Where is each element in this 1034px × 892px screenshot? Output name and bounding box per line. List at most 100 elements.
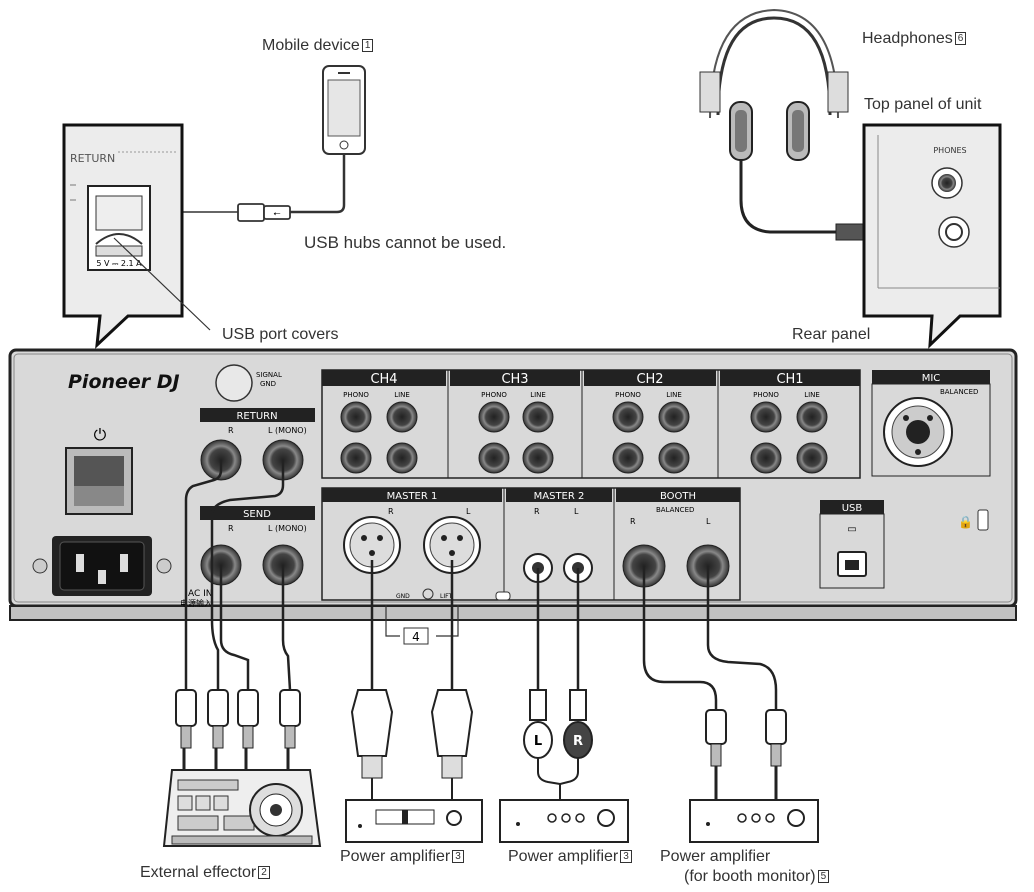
ch1-phono-r-jack[interactable] bbox=[750, 442, 782, 474]
top-panel-callout: PHONES bbox=[862, 123, 1002, 349]
master1-label: MASTER 1 bbox=[387, 491, 438, 502]
power-icon: ⏻ bbox=[94, 425, 107, 444]
ch2-line-r-jack[interactable] bbox=[658, 442, 690, 474]
power-amplifier-1-text: Power amplifier bbox=[340, 848, 451, 865]
rca-plugs: L R bbox=[523, 689, 593, 800]
lift-label: LIFT bbox=[440, 593, 452, 600]
usb-hubs-note: USB hubs cannot be used. bbox=[304, 233, 507, 252]
svg-text:⭠: ⭠ bbox=[273, 209, 280, 219]
top-panel-label: Top panel of unit bbox=[864, 96, 982, 113]
booth-r-label: R bbox=[630, 517, 636, 526]
booth-monitor-label: (for booth monitor)5 bbox=[684, 868, 830, 886]
master1-r-label: R bbox=[388, 507, 394, 516]
rca-plug-r-label: R bbox=[573, 734, 583, 749]
ch3-label: CH3 bbox=[501, 372, 528, 387]
rear-panel: Pioneer DJ SIGNAL GND ⏻ AC IN 电源输入 RETUR… bbox=[8, 348, 1018, 621]
ch4-header bbox=[322, 370, 446, 386]
headphones-text: Headphones bbox=[862, 30, 953, 47]
ch4-line-l-jack[interactable] bbox=[386, 401, 418, 433]
ac-in-sublabel: 电源输入 bbox=[180, 598, 212, 608]
return-l-label: L (MONO) bbox=[268, 426, 307, 435]
ac-inlet bbox=[32, 536, 172, 596]
ch2-header bbox=[584, 370, 716, 386]
master1-r-xlr[interactable] bbox=[343, 516, 401, 574]
ac-in-label: AC IN bbox=[188, 589, 213, 599]
ch4-jacks: PHONO LINE bbox=[340, 391, 418, 474]
power-amplifier-3-label: Power amplifier bbox=[660, 848, 771, 865]
signal-gnd-terminal[interactable] bbox=[215, 364, 253, 402]
ch3-phono-r-jack[interactable] bbox=[478, 442, 510, 474]
ch1-label: CH1 bbox=[776, 372, 803, 387]
usb-power-rating: 5 V ⎓ 2.1 A bbox=[96, 259, 142, 268]
mobile-device-number: 1 bbox=[361, 39, 374, 52]
ch2-phono-r-jack[interactable] bbox=[612, 442, 644, 474]
master2-l-label: L bbox=[574, 507, 579, 516]
ch4-phono-l-jack[interactable] bbox=[340, 401, 372, 433]
ch2-line-l-jack[interactable] bbox=[658, 401, 690, 433]
booth-monitor-text: (for booth monitor) bbox=[684, 868, 816, 885]
ch1-phono-l-jack[interactable] bbox=[750, 401, 782, 433]
rear-panel-label: Rear panel bbox=[792, 326, 871, 343]
security-slot bbox=[977, 509, 989, 531]
master1-header bbox=[322, 488, 502, 502]
ch3-line-r-jack[interactable] bbox=[522, 442, 554, 474]
usb-block bbox=[819, 513, 885, 589]
ch4-label: CH4 bbox=[370, 372, 397, 387]
booth-plugs bbox=[705, 709, 787, 800]
rca-plug-l-label: L bbox=[534, 734, 542, 749]
ch2-line-label: LINE bbox=[666, 391, 682, 399]
usb-label: USB bbox=[842, 503, 863, 514]
usb-header bbox=[820, 500, 884, 514]
mic-combo-jack[interactable] bbox=[883, 397, 953, 467]
ch3-header bbox=[450, 370, 580, 386]
headphones-icon bbox=[699, 8, 849, 161]
usb-plug-icon: ⭠ bbox=[237, 203, 291, 222]
usb-cable bbox=[290, 154, 346, 214]
link-number-box bbox=[403, 627, 429, 645]
master2-header bbox=[506, 488, 612, 502]
ch3-phono-l-jack[interactable] bbox=[478, 401, 510, 433]
ch4-line-r-jack[interactable] bbox=[386, 442, 418, 474]
ch2-phono-label: PHONO bbox=[615, 391, 641, 399]
send-label: SEND bbox=[243, 509, 271, 520]
ch3-line-label: LINE bbox=[530, 391, 546, 399]
brand-logo: Pioneer DJ bbox=[68, 371, 180, 393]
power-amplifier-2-text: Power amplifier bbox=[508, 848, 619, 865]
return-zoom-label: RETURN bbox=[70, 152, 115, 165]
send-r-label: R bbox=[228, 524, 234, 533]
usb-port-covers-label: USB port covers bbox=[222, 326, 339, 343]
ch1-line-l-jack[interactable] bbox=[796, 401, 828, 433]
lift-gnd-switch[interactable] bbox=[422, 588, 434, 600]
power-amplifier-1-device bbox=[345, 799, 483, 843]
ch3-line-l-jack[interactable] bbox=[522, 401, 554, 433]
booth-balanced-label: BALANCED bbox=[656, 506, 694, 514]
ch2-label: CH2 bbox=[636, 372, 663, 387]
booth-l-label: L bbox=[706, 517, 711, 526]
master1-l-xlr[interactable] bbox=[423, 516, 481, 574]
external-effector-text: External effector bbox=[140, 864, 257, 881]
ch2-phono-l-jack[interactable] bbox=[612, 401, 644, 433]
external-effector-number: 2 bbox=[258, 866, 270, 879]
master2-label: MASTER 2 bbox=[534, 491, 585, 502]
cover-leader-line bbox=[113, 237, 211, 331]
ch3-phono-label: PHONO bbox=[481, 391, 507, 399]
ch4-line-label: LINE bbox=[394, 391, 410, 399]
effector-plugs bbox=[175, 689, 301, 770]
channel-inputs: CH4 CH3 CH2 CH1 bbox=[321, 369, 861, 479]
headphone-cable bbox=[739, 160, 836, 234]
power-amplifier-2-device bbox=[499, 799, 629, 843]
master2-r-label: R bbox=[534, 507, 540, 516]
usb-zoom-callout: RETURN 5 V ⎓ 2.1 A bbox=[62, 123, 184, 349]
lock-icon: 🔒 bbox=[958, 515, 973, 529]
headphones-number: 6 bbox=[954, 32, 967, 45]
mic-balanced-label: BALANCED bbox=[940, 388, 978, 396]
ch1-line-r-jack[interactable] bbox=[796, 442, 828, 474]
external-effector-device bbox=[162, 769, 322, 847]
ch2-jacks: PHONO LINE bbox=[612, 391, 690, 474]
send-l-label: L (MONO) bbox=[268, 524, 307, 533]
ch4-phono-r-jack[interactable] bbox=[340, 442, 372, 474]
